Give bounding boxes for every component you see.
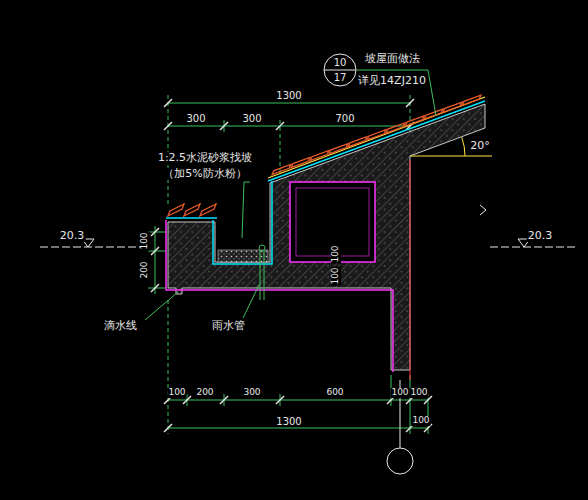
callout-number: 17 xyxy=(323,73,357,83)
dimension-text: 200 xyxy=(195,388,214,398)
dimension-text: 100 xyxy=(411,416,430,426)
note-text: 1:2.5水泥砂浆找坡 xyxy=(157,152,253,164)
callout-number: 10 xyxy=(323,58,357,68)
note-text: 雨水管 xyxy=(211,320,246,332)
angle-text: 20° xyxy=(469,140,491,152)
dimension-text: 100 xyxy=(167,388,186,398)
dimension-text: 600 xyxy=(325,388,344,398)
dimension-text: 1300 xyxy=(275,90,302,101)
detail-callout-circle: 10 17 xyxy=(323,53,357,87)
level-text: 20.3 xyxy=(527,230,554,242)
dimension-text: 300 xyxy=(242,388,261,398)
reference-text: 详见14ZJ210 xyxy=(357,75,427,87)
dimension-text: 1300 xyxy=(275,416,302,427)
level-text: 20.3 xyxy=(59,230,86,242)
dimension-text: 100 xyxy=(331,244,341,263)
dimension-text: 100 xyxy=(140,231,150,250)
dimension-text: 300 xyxy=(241,113,262,124)
note-text: 滴水线 xyxy=(103,320,138,332)
note-text: 坡屋面做法 xyxy=(364,53,421,65)
dimension-text: 100 xyxy=(331,266,341,285)
dimension-text: 300 xyxy=(185,113,206,124)
note-text: （加5%防水粉） xyxy=(162,168,247,180)
dimension-text: 200 xyxy=(140,260,150,279)
axis-bubble xyxy=(387,448,413,474)
dimension-text: 100 xyxy=(409,388,428,398)
dimension-text: 100 xyxy=(390,388,409,398)
dimension-text: 700 xyxy=(334,113,355,124)
